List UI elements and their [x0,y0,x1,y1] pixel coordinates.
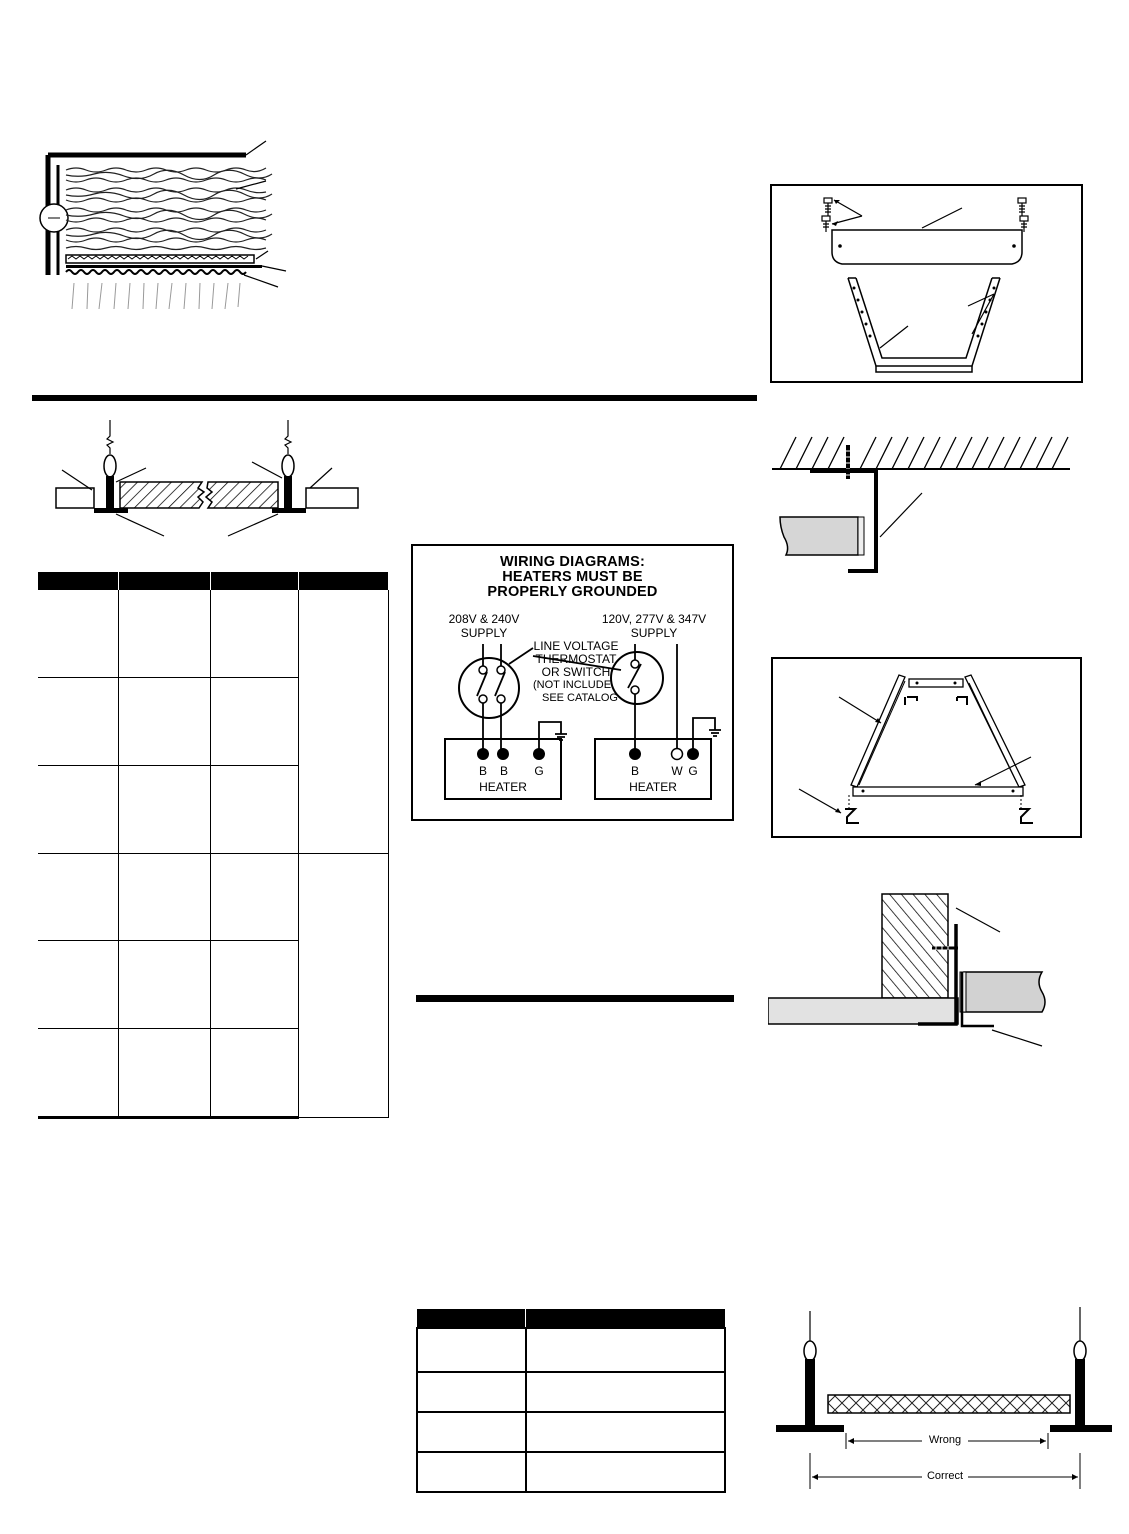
wrong-spacing-label: Wrong [928,1434,962,1446]
frame-assembly-figure-frame [771,657,1082,838]
table-row [38,1028,388,1119]
bracket-assembly-figure [821,197,1029,373]
table-cell [210,765,299,854]
table-header-cell [210,572,299,591]
table-cell [118,765,211,854]
table-row [38,677,388,766]
right-terminal-w: W [671,764,683,778]
table-header-cell [525,1309,725,1328]
left-terminal-b2: B [499,764,508,778]
table-row [38,940,388,1030]
table-cell [118,940,211,1030]
table-cell [416,1371,527,1413]
bracket-assembly-figure-frame [770,184,1083,383]
table-cell [524,1411,726,1453]
table-cell [38,853,119,942]
table-cell [210,1028,299,1119]
panel-spacing-drawing [776,1307,1112,1489]
table-cell [38,765,119,854]
left-heater-label: HEATER [479,780,527,794]
table-row [38,853,389,1119]
table-cell [416,1451,527,1493]
table-cell-merged [298,590,389,854]
left-terminal-g: G [534,764,544,778]
table-cell [38,940,119,1030]
specification-table [38,572,389,1119]
wiring-diagram: WIRING DIAGRAMS: HEATERS MUST BE PROPERL… [411,544,734,821]
wiring-schematic-drawing [444,644,721,800]
table-cell [210,853,299,942]
thermostat-label-line-4: (NOT INCLUDED [533,679,619,691]
right-terminal-b: B [630,764,639,778]
table-cell [118,590,211,678]
table-row [416,1327,726,1373]
table-header-row [38,572,388,591]
table-row [38,590,389,854]
right-supply-label: SUPPLY [630,626,678,640]
insulation-cross-section-figure [39,140,287,310]
left-terminal-b1: B [478,764,487,778]
wiring-diagram-title-line-3: PROPERLY GROUNDED [487,584,658,600]
table-header-row [417,1309,725,1328]
table-header-cell [118,572,211,591]
table-cell [524,1327,726,1373]
table-cell [38,590,119,678]
thermostat-label-line-5: SEE CATALOG [541,692,618,704]
correct-spacing-label: Correct [926,1470,964,1482]
table-header-cell [417,1309,526,1328]
table-row [38,765,388,854]
table-cell [38,677,119,766]
right-heater-label: HEATER [629,780,677,794]
middle-section-rule [416,995,734,1002]
table-cell [210,940,299,1030]
table-cell-merged [298,853,389,1119]
table-cell [210,590,299,678]
right-terminal-g: G [688,764,698,778]
table-cell [38,1028,119,1119]
table-cell [416,1327,527,1373]
left-supply-label: SUPPLY [460,626,508,640]
voltage-table [416,1309,726,1493]
thermostat-label-line-2: THERMOSTAT [535,652,617,666]
table-cell [210,677,299,766]
ceiling-bracket-side-view-figure [772,436,1070,573]
table-header-cell [298,572,388,591]
table-cell [118,1028,211,1119]
table-row [416,1371,726,1413]
wall-mount-side-view-figure [768,893,1046,1047]
left-supply-voltage-label: 208V & 240V [448,612,520,626]
table-header-cell [38,572,119,591]
ceiling-grid-mount-figure [55,420,359,537]
table-cell [416,1411,527,1453]
table-cell [524,1451,726,1493]
thermostat-label-line-3: OR SWITCH [541,665,611,679]
thermostat-label-line-1: LINE VOLTAGE [533,639,619,653]
table-row [416,1411,726,1453]
wiring-diagram-title-line-1: WIRING DIAGRAMS: [500,554,645,570]
table-cell [524,1371,726,1413]
table-cell [118,677,211,766]
right-supply-voltage-label: 120V, 277V & 347V [601,612,707,626]
panel-spacing-figure: Wrong Correct [772,1305,1122,1505]
table-row [416,1451,726,1493]
table-cell [118,853,211,942]
wiring-diagram-title-line-2: HEATERS MUST BE [502,569,643,585]
section-divider-rule [32,395,757,401]
frame-assembly-figure [798,674,1033,824]
